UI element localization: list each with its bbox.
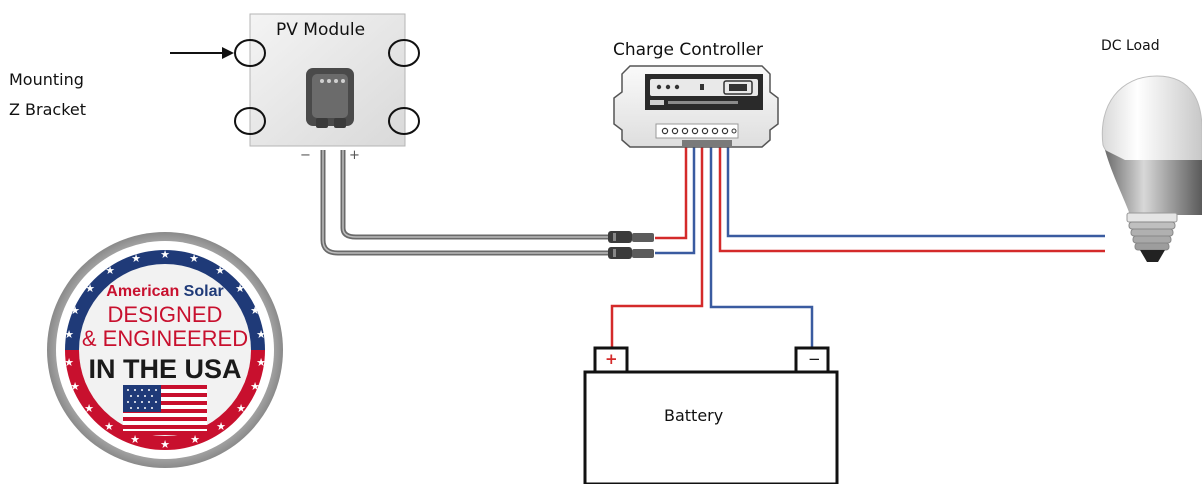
mc4-connector-positive [608,231,654,243]
american-solar-badge: ★ ★ ★ ★ ★ ★ ★ ★ ★ ★ ★ ★ ★ ★ ★ ★ ★ ★ ★ ★ … [47,232,283,468]
svg-text:★: ★ [84,402,94,415]
svg-text:★: ★ [235,282,245,295]
svg-text:★: ★ [160,438,170,451]
dc-load-bulb [1101,75,1202,262]
junction-box [306,68,354,128]
pv-module-label: PV Module [276,20,366,40]
controller-to-load-negative [726,147,1105,238]
badge-line-usa: IN THE USA [88,354,241,384]
battery-label: Battery [664,406,724,425]
wiring [320,147,1105,348]
svg-text:★: ★ [256,328,266,341]
svg-text:★: ★ [85,282,95,295]
mc4-connector-negative [608,247,654,259]
pv-minus-label: − [300,148,311,163]
battery [583,346,839,484]
svg-text:★: ★ [64,328,74,341]
badge-brand: American Solar [106,283,223,300]
svg-text:★: ★ [250,304,260,317]
battery-minus-label: − [808,350,821,368]
controller-to-load-positive [718,147,1105,253]
svg-text:★: ★ [236,402,246,415]
badge-line-designed: DESIGNED [108,302,223,327]
svg-text:★: ★ [64,356,74,369]
pv-module [234,13,420,147]
svg-text:★: ★ [70,380,80,393]
charge-controller-label: Charge Controller [613,40,764,60]
controller-to-battery-negative [709,147,814,348]
svg-text:★: ★ [131,252,141,265]
mounting-label-line2: Z Bracket [9,100,87,119]
svg-text:★: ★ [70,304,80,317]
pv-to-controller-positive [655,147,688,240]
controller-to-battery-positive [610,147,704,348]
svg-text:★: ★ [160,248,170,261]
mounting-arrow [170,47,234,59]
mounting-label-line1: Mounting [9,70,84,89]
svg-text:★: ★ [130,433,140,446]
svg-text:★: ★ [250,380,260,393]
charge-controller [613,65,779,148]
mounting-hole-bottom-right [388,107,420,135]
mounting-hole-top-left [234,39,266,67]
mounting-hole-bottom-left [234,107,266,135]
svg-text:★: ★ [104,420,114,433]
badge-line-engineered: & ENGINEERED [82,326,248,351]
mounting-hole-top-right [388,39,420,67]
battery-negative-terminal [794,346,830,374]
svg-text:★: ★ [215,264,225,277]
us-flag-icon [123,385,207,435]
badge-stars: ★ ★ ★ ★ ★ ★ ★ ★ ★ ★ ★ ★ ★ ★ ★ ★ ★ ★ ★ ★ … [64,248,266,451]
pv-to-controller-negative [655,147,696,255]
battery-positive-terminal [593,346,629,374]
svg-text:★: ★ [189,252,199,265]
pv-plus-label: + [349,148,360,163]
svg-text:★: ★ [216,420,226,433]
svg-text:★: ★ [105,264,115,277]
dc-load-label: DC Load [1101,38,1160,54]
battery-plus-label: + [605,350,618,368]
pv-positive-cable [340,150,612,240]
svg-text:★: ★ [256,356,266,369]
svg-text:★: ★ [190,433,200,446]
